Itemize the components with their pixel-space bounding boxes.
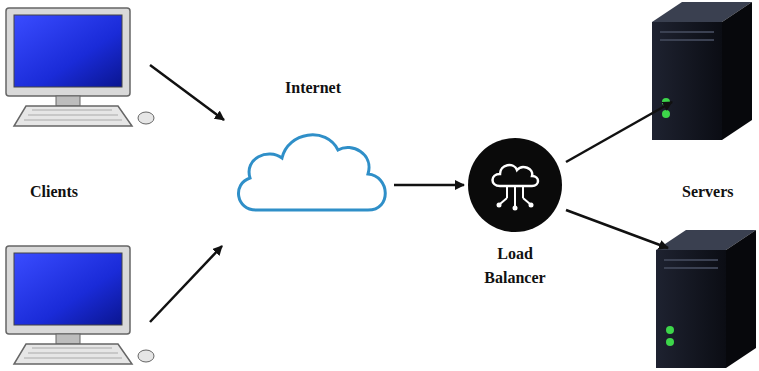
client-computer (6, 8, 154, 126)
cloud-outline (228, 114, 398, 224)
arrow (566, 102, 672, 162)
load-balancer-icon (462, 136, 568, 236)
node-label: Internet (228, 76, 398, 100)
server-icon (652, 2, 752, 140)
load-balancer: Load Balancer (462, 136, 568, 322)
group-label: Clients (30, 183, 78, 201)
server-icon (656, 230, 756, 368)
group-label: Servers (682, 183, 734, 201)
node-label: Load Balancer (470, 242, 560, 290)
internet-cloud: Internet (228, 74, 398, 224)
arrow (566, 210, 668, 248)
arrow (150, 65, 224, 120)
client-computer (6, 246, 154, 364)
arrow (150, 246, 222, 322)
connector-arrow (394, 184, 464, 187)
